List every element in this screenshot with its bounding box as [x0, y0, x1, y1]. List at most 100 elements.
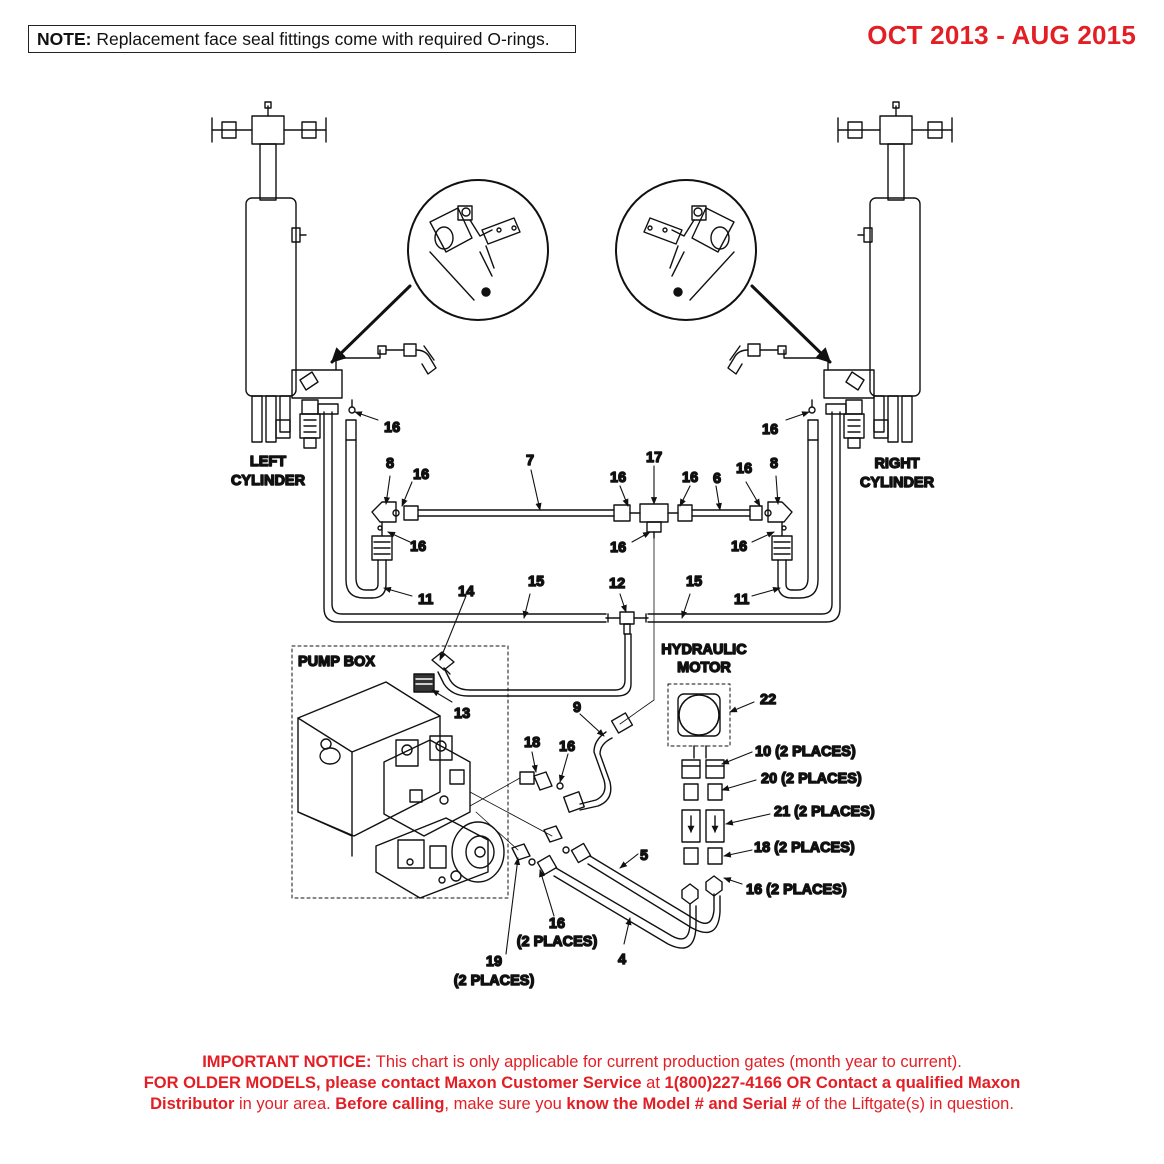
pump-feed-leader — [475, 811, 519, 851]
component-labels: LEFT CYLINDER RIGHT CYLINDER PUMP BOX HY… — [230, 453, 935, 676]
oring-left-elbow — [392, 509, 400, 517]
callout-16-right-lower: 16 — [731, 539, 747, 555]
tube-7 — [403, 504, 631, 522]
callout-20-places: 20 (2 PLACES) — [761, 771, 862, 787]
tube-4 — [511, 843, 697, 949]
callout-16-left-elbow: 16 — [413, 467, 429, 483]
callout-8-left: 8 — [386, 456, 394, 472]
callout-17: 17 — [646, 450, 662, 466]
callout-18-places: 18 (2 PLACES) — [754, 840, 855, 856]
notice-l3-bold: Distributor — [150, 1095, 235, 1113]
callout-11-right: 11 — [734, 592, 749, 608]
callout-16-right-elbow: 16 — [736, 461, 752, 477]
callout-21-places: 21 (2 PLACES) — [774, 804, 875, 820]
callout-10-places: 10 (2 PLACES) — [755, 744, 856, 760]
right-cylinder-hose — [791, 419, 819, 599]
callout-14: 14 — [458, 584, 474, 600]
oring-right-elbow — [764, 509, 772, 517]
part-callouts: 16 16 8 16 7 16 17 16 6 16 8 16 16 16 15… — [383, 419, 875, 989]
oring-16-pump — [556, 782, 564, 790]
notice-l3-bold2: Before calling — [335, 1095, 445, 1113]
callout-7: 7 — [526, 453, 534, 469]
hydraulic-motor-label-2: MOTOR — [677, 660, 731, 676]
breather-13 — [413, 673, 435, 693]
hydraulic-diagram: LEFT CYLINDER RIGHT CYLINDER PUMP BOX HY… — [211, 101, 953, 990]
callout-leaders — [354, 411, 810, 955]
callout-16-pump: 16 — [559, 739, 575, 755]
left-cylinder — [211, 101, 343, 449]
hose-11-left — [371, 501, 397, 599]
notice-l2-text: at — [641, 1074, 665, 1092]
callout-16-places: 16 (2 PLACES) — [746, 882, 847, 898]
callout-4: 4 — [618, 952, 626, 968]
left-detail-arrow — [330, 284, 412, 364]
date-range: OCT 2013 - AUG 2015 — [867, 20, 1136, 50]
callout-15-left: 15 — [528, 574, 544, 590]
hydraulic-motor-22 — [667, 683, 731, 759]
callout-15-right: 15 — [686, 574, 702, 590]
notice-l1-bold: IMPORTANT NOTICE: — [202, 1053, 372, 1071]
hose-15-right — [645, 403, 847, 623]
right-cylinder-label-2: CYLINDER — [860, 475, 935, 491]
pilot-line — [619, 537, 655, 725]
callout-22: 22 — [760, 692, 776, 708]
callout-16-bottom-2: (2 PLACES) — [517, 934, 598, 950]
left-cylinder-hose — [345, 419, 373, 599]
hydraulic-motor-label-1: HYDRAULIC — [661, 642, 747, 658]
note-box: NOTE: Replacement face seal fittings com… — [28, 25, 576, 53]
callout-11-left: 11 — [418, 592, 433, 608]
right-detail-arrow — [750, 284, 832, 364]
hose-11-right — [767, 501, 793, 599]
notice-l2-bold2: 1(800)227-4166 OR Contact a qualified Ma… — [664, 1074, 1021, 1092]
callout-13: 13 — [454, 706, 470, 722]
tube-9 — [563, 712, 634, 813]
pump-return-leader — [469, 791, 553, 837]
notice-l3-bold3: know the Model # and Serial # — [566, 1095, 802, 1113]
notice-line-3: Distributor in your area. Before calling… — [0, 1094, 1164, 1115]
tee-17 — [629, 503, 679, 539]
right-cylinder — [823, 101, 953, 449]
callout-16-right-top: 16 — [762, 422, 778, 438]
pump-box-label: PUMP BOX — [298, 654, 375, 670]
notice-l3-text: in your area. — [234, 1095, 336, 1113]
callout-8-right: 8 — [770, 456, 778, 472]
callout-16-tee-bottom: 16 — [610, 540, 626, 556]
left-detail-view — [407, 179, 549, 321]
note-label: NOTE: — [37, 29, 92, 49]
callout-16-left-top: 16 — [384, 420, 400, 436]
callout-18: 18 — [524, 735, 540, 751]
pump-box-outline — [291, 645, 509, 899]
left-upper-fittings — [335, 343, 437, 414]
callout-6: 6 — [713, 471, 721, 487]
left-cylinder-label-2: CYLINDER — [231, 473, 306, 489]
right-cylinder-label-1: RIGHT — [874, 456, 919, 472]
pump-pressure-leader — [469, 777, 521, 807]
important-notice: IMPORTANT NOTICE: This chart is only app… — [0, 1052, 1164, 1115]
right-detail-view — [615, 179, 757, 321]
hose-15-left — [317, 403, 609, 623]
pump-motor — [375, 817, 505, 899]
tube-12-to-14-outer — [437, 633, 632, 697]
fitting-18 — [519, 771, 553, 791]
pump-reservoir — [297, 681, 441, 857]
left-cylinder-label-1: LEFT — [250, 454, 286, 470]
fitting-14 — [431, 651, 455, 675]
notice-l1-text: This chart is only applicable for curren… — [371, 1053, 962, 1071]
callout-19-2: (2 PLACES) — [454, 973, 535, 989]
tee-12 — [605, 611, 649, 635]
notice-line-2: FOR OLDER MODELS, please contact Maxon C… — [0, 1073, 1164, 1094]
motor-fittings-stack — [681, 759, 725, 905]
callout-16-left-lower: 16 — [410, 539, 426, 555]
callout-19-1: 19 — [486, 954, 502, 970]
tube-12-to-14 — [443, 633, 626, 691]
callout-5: 5 — [640, 848, 648, 864]
pump-valve-block — [383, 735, 471, 837]
callout-16-tee-right: 16 — [682, 470, 698, 486]
callout-9: 9 — [573, 700, 581, 716]
callout-16-bottom-1: 16 — [549, 916, 565, 932]
notice-l2-bold: FOR OLDER MODELS, please contact Maxon C… — [143, 1074, 642, 1092]
notice-l3-text2: , make sure you — [444, 1095, 567, 1113]
notice-line-1: IMPORTANT NOTICE: This chart is only app… — [0, 1052, 1164, 1073]
callout-12: 12 — [609, 576, 625, 592]
